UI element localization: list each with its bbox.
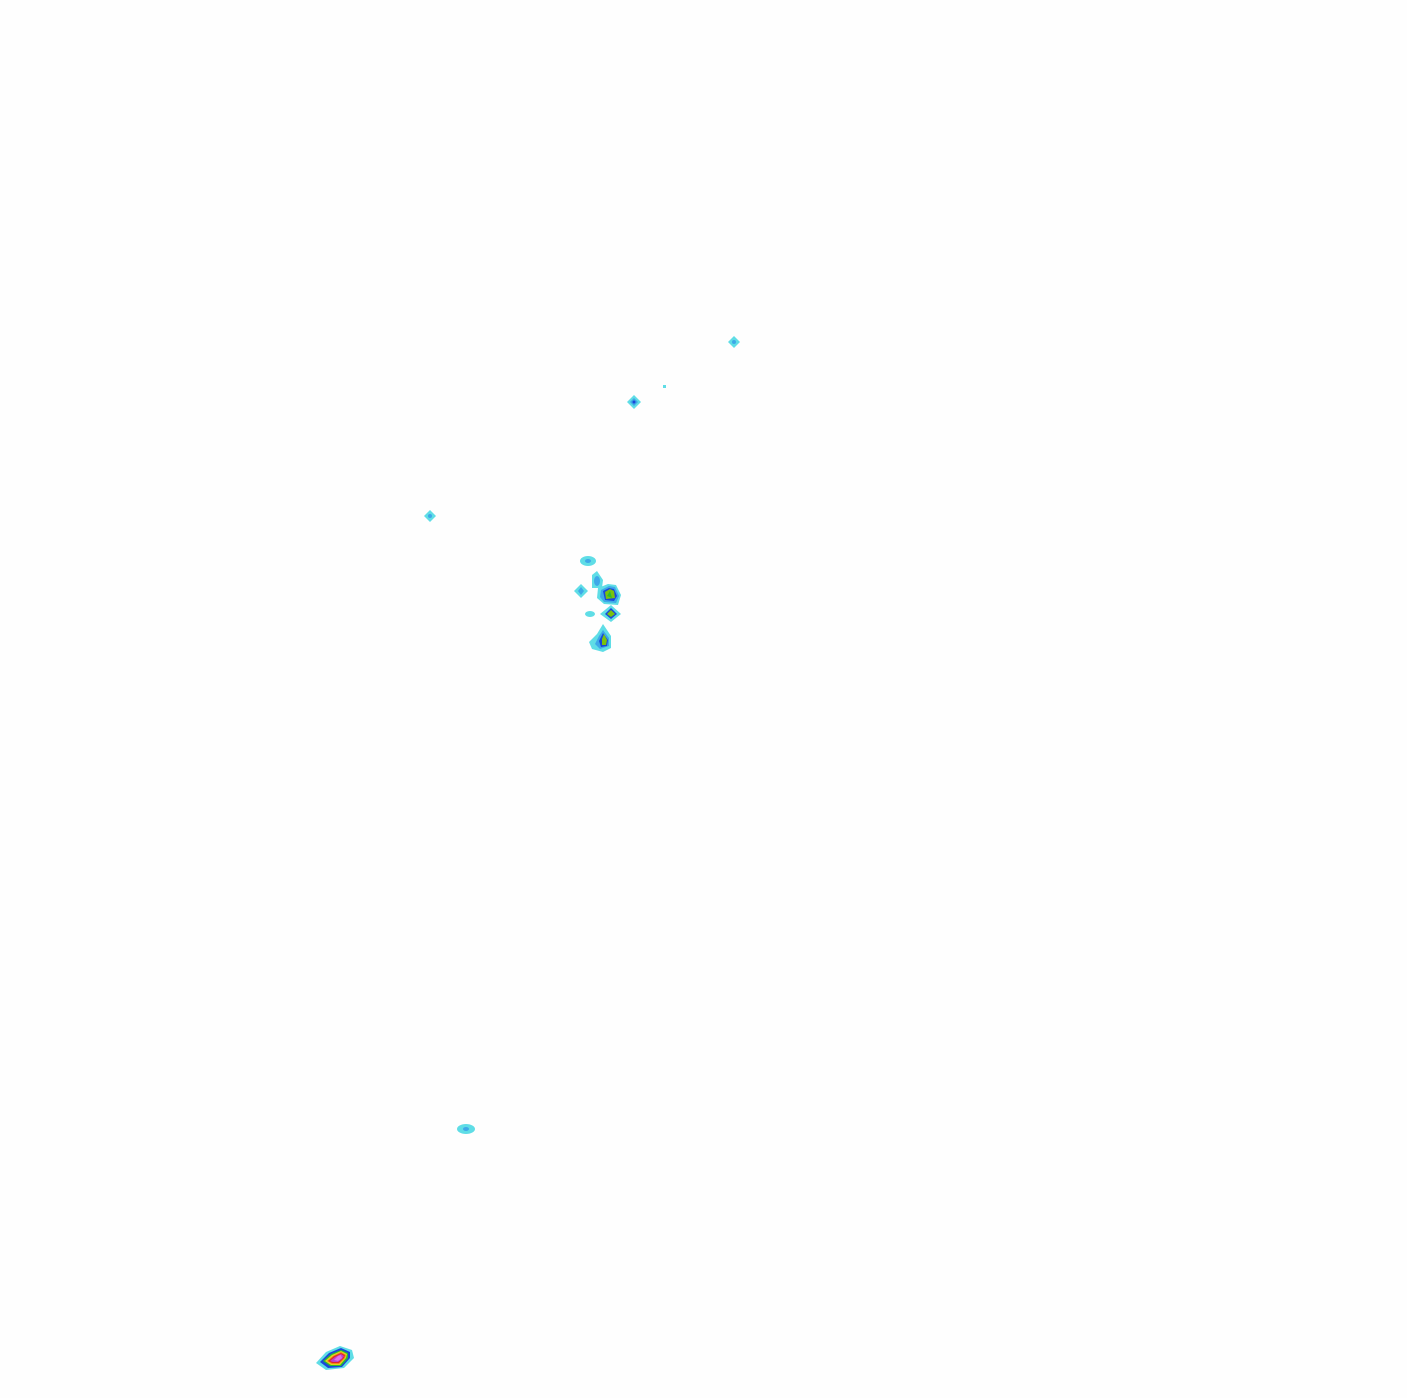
cell-south: [457, 1124, 475, 1134]
cell-dot: [663, 385, 666, 388]
cell-north: [627, 395, 641, 409]
cell-southwest-intense: [316, 1346, 354, 1370]
cell-west: [424, 510, 436, 522]
cell-ne-small: [728, 336, 740, 348]
cell-cluster: [574, 556, 621, 652]
